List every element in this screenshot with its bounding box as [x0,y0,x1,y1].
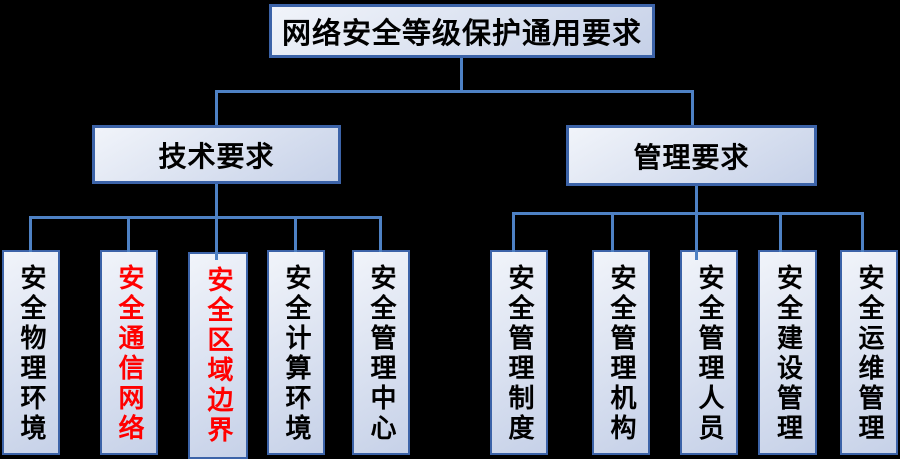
leaf-label: 安全管理中心 [366,264,396,444]
connector-drop-computing-environment [294,216,297,252]
technical-requirements-label: 技术要求 [158,139,275,173]
leaf-label: 安全建设管理 [772,264,803,444]
node-security-management-personnel: 安全管理人员 [680,250,738,455]
connector-technical-down [215,184,218,260]
node-secure-physical-environment: 安全物理环境 [2,250,60,455]
connector-root-down [460,58,463,92]
node-root-general-requirements: 网络安全等级保护通用要求 [269,4,655,58]
leaf-label: 安全管理制度 [504,264,534,444]
connector-management-down [695,186,698,260]
leaf-label: 安全物理环境 [16,264,46,444]
connector-to-management [691,90,694,125]
connector-right-horizontal [512,212,864,215]
node-security-construction-management: 安全建设管理 [758,250,817,455]
management-requirements-label: 管理要求 [633,140,750,174]
connector-to-technical [215,90,218,125]
leaf-label: 安全通信网络 [114,264,144,444]
leaf-label: 安全区域边界 [203,266,233,446]
connector-drop-physical-environment [29,216,32,252]
node-management-requirements: 管理要求 [566,125,817,186]
node-security-management-center: 安全管理中心 [352,250,410,455]
leaf-label: 安全计算环境 [281,264,311,444]
connector-drop-operation-maintenance [861,212,864,252]
connector-drop-management-system [512,212,515,252]
leaf-label: 安全运维管理 [854,264,884,444]
node-security-management-organization: 安全管理机构 [592,250,650,455]
leaf-label: 安全管理机构 [606,264,636,444]
node-secure-communication-network: 安全通信网络 [100,250,158,455]
connector-drop-construction-management [779,212,782,252]
connector-level1-horizontal [215,90,694,93]
connector-drop-management-center [379,216,382,252]
connector-drop-management-organization [611,212,614,252]
connector-drop-communication-network [127,216,130,252]
node-technical-requirements: 技术要求 [92,125,341,184]
node-security-operation-maintenance-management: 安全运维管理 [840,250,898,455]
leaf-label: 安全管理人员 [694,264,724,444]
node-secure-area-boundary: 安全区域边界 [188,252,248,459]
node-security-management-system: 安全管理制度 [490,250,548,455]
node-secure-computing-environment: 安全计算环境 [267,250,325,455]
connector-left-horizontal [29,216,382,219]
root-label: 网络安全等级保护通用要求 [281,16,642,50]
